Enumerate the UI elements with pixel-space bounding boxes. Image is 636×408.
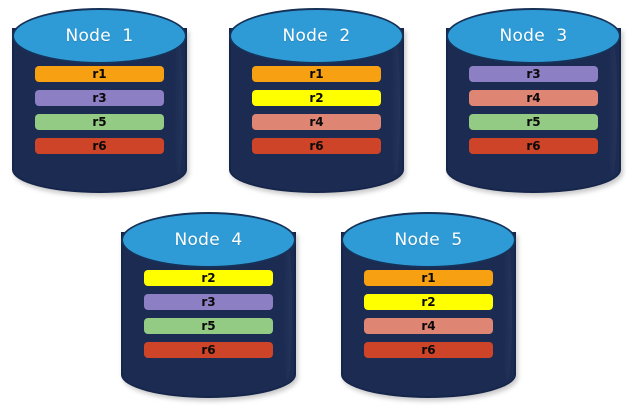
replica-bar-r6[interactable]: r6 <box>363 342 494 358</box>
cylinder-top-ellipse <box>121 212 296 268</box>
replica-list: r1 r2 r4 r6 <box>251 66 382 154</box>
replica-bar-r2[interactable]: r2 <box>251 90 382 106</box>
replica-list: r1 r3 r5 r6 <box>34 66 165 154</box>
node-cylinder-4[interactable]: Node 4 r2 r3 r5 r6 <box>121 212 296 398</box>
replica-bar-r6[interactable]: r6 <box>251 138 382 154</box>
replica-bar-r1[interactable]: r1 <box>363 270 494 286</box>
cylinder-shape <box>446 8 621 193</box>
replica-bar-r2[interactable]: r2 <box>143 270 274 286</box>
replica-bar-r3[interactable]: r3 <box>34 90 165 106</box>
cylinder-shape <box>341 212 516 398</box>
node-title: Node 4 <box>174 230 243 250</box>
cylinder-top-ellipse <box>12 8 187 64</box>
replica-bar-r1[interactable]: r1 <box>251 66 382 82</box>
replica-bar-r3[interactable]: r3 <box>143 294 274 310</box>
cylinder-top-ellipse <box>446 8 621 64</box>
replica-bar-r6[interactable]: r6 <box>468 138 599 154</box>
cylinder-shape <box>229 8 404 193</box>
cylinder-shape <box>121 212 296 398</box>
replica-bar-r4[interactable]: r4 <box>363 318 494 334</box>
replica-bar-r3[interactable]: r3 <box>468 66 599 82</box>
node-title: Node 1 <box>65 26 134 46</box>
node-cylinder-3[interactable]: Node 3 r3 r4 r5 r6 <box>446 8 621 193</box>
replica-bar-r5[interactable]: r5 <box>468 114 599 130</box>
replica-bar-r5[interactable]: r5 <box>34 114 165 130</box>
replica-list: r1 r2 r4 r6 <box>363 270 494 358</box>
node-title: Node 5 <box>394 230 463 250</box>
cylinder-shape <box>12 8 187 193</box>
replica-bar-r2[interactable]: r2 <box>363 294 494 310</box>
node-title: Node 3 <box>499 26 568 46</box>
replica-list: r3 r4 r5 r6 <box>468 66 599 154</box>
node-cylinder-2[interactable]: Node 2 r1 r2 r4 r6 <box>229 8 404 193</box>
replica-bar-r6[interactable]: r6 <box>143 342 274 358</box>
cylinder-top-ellipse <box>341 212 516 268</box>
node-cylinder-5[interactable]: Node 5 r1 r2 r4 r6 <box>341 212 516 398</box>
replica-bar-r5[interactable]: r5 <box>143 318 274 334</box>
replica-bar-r6[interactable]: r6 <box>34 138 165 154</box>
replica-list: r2 r3 r5 r6 <box>143 270 274 358</box>
replica-bar-r4[interactable]: r4 <box>251 114 382 130</box>
node-title: Node 2 <box>282 26 351 46</box>
replica-bar-r4[interactable]: r4 <box>468 90 599 106</box>
replica-bar-r1[interactable]: r1 <box>34 66 165 82</box>
cylinder-top-ellipse <box>229 8 404 64</box>
node-cylinder-1[interactable]: Node 1 r1 r3 r5 r6 <box>12 8 187 193</box>
